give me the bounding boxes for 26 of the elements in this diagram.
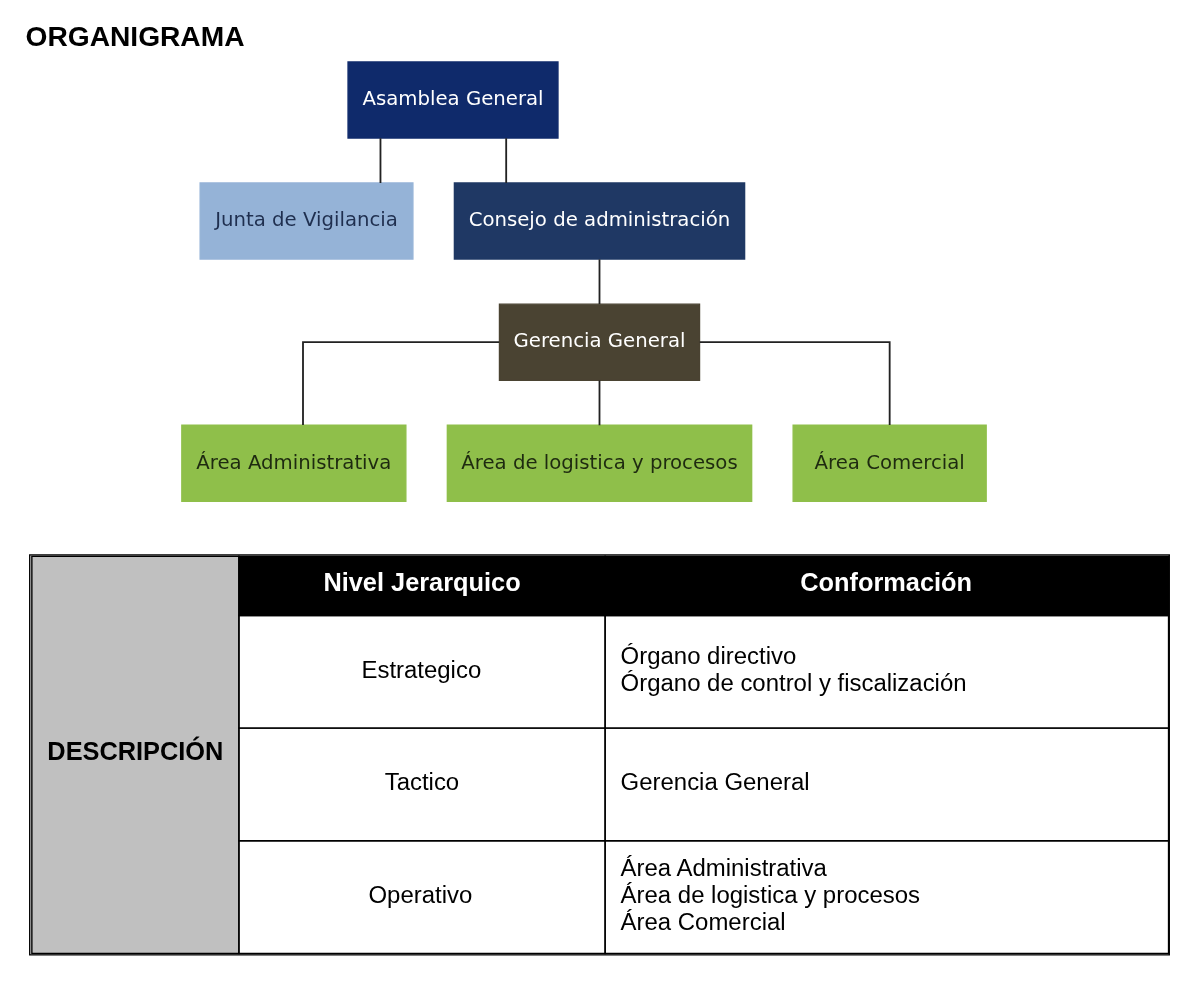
label: Área de logistica y procesos (620, 880, 920, 908)
connector (379, 137, 382, 184)
label: DESCRIPCIÓN (47, 736, 224, 765)
connector (505, 137, 508, 184)
node-box: Asamblea General (347, 61, 559, 139)
diagram-title: ORGANIGRAMA (25, 20, 245, 53)
label: Órgano de control y fiscalización (620, 668, 967, 696)
label: Conformación (800, 567, 972, 596)
label: Gerencia General (620, 768, 810, 796)
label: Órgano directivo (620, 642, 797, 670)
node-box: Junta de Vigilancia (199, 182, 414, 260)
connector (698, 341, 891, 426)
connector (598, 258, 601, 306)
node-box: Área Administrativa (181, 424, 407, 503)
node-box: Área Comercial (792, 424, 987, 503)
label: Área Administrativa (620, 854, 827, 882)
node-box: Gerencia General (498, 303, 701, 381)
label: Operativo (368, 880, 473, 908)
label: Nivel Jerarquico (323, 567, 521, 596)
node-box: Consejo de administración (453, 182, 746, 260)
connector (598, 379, 601, 427)
label: Estrategico (361, 655, 482, 683)
connector (302, 341, 501, 426)
node-box: Área de logistica y procesos (446, 424, 753, 503)
label: Área Comercial (620, 907, 786, 935)
label: Tactico (384, 768, 460, 796)
